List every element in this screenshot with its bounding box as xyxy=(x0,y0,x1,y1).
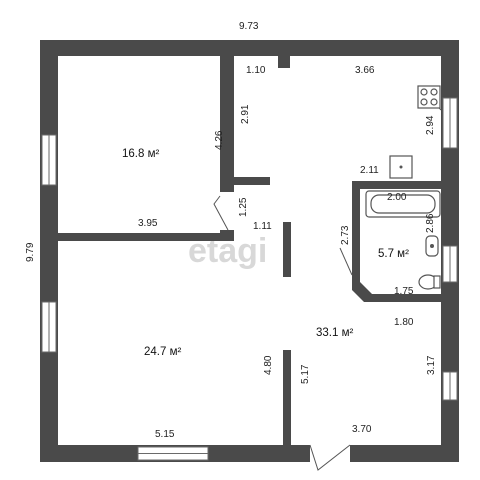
dim-2-86: 2.86 xyxy=(425,213,436,233)
wall-stub xyxy=(234,177,270,185)
dim-2-11: 2.11 xyxy=(360,165,379,176)
dim-1-10: 1.10 xyxy=(246,65,266,76)
dim-3-95: 3.95 xyxy=(138,218,158,229)
wall-partition-lower xyxy=(283,350,291,462)
dim-2-00: 2.00 xyxy=(387,192,407,203)
windows xyxy=(41,97,458,461)
room-area-bottom-left: 24.7 м² xyxy=(144,346,181,358)
interior-walls xyxy=(58,56,441,462)
room-area-main: 33.1 м² xyxy=(316,327,353,339)
stove xyxy=(417,85,441,109)
bathtub-inner xyxy=(370,194,436,214)
wall-left xyxy=(40,40,58,462)
wall-top-stub xyxy=(278,56,290,68)
fixtures xyxy=(365,85,441,290)
toilet-tank xyxy=(433,275,441,289)
bath-wall-left xyxy=(352,181,372,302)
dim-2-94: 2.94 xyxy=(425,115,436,135)
dim-1-25: 1.25 xyxy=(238,197,249,217)
dim-4-80: 4.80 xyxy=(263,355,274,375)
overall-depth-label: 9.79 xyxy=(25,242,36,262)
wall-bottom xyxy=(40,445,459,462)
dim-2-91: 2.91 xyxy=(240,104,251,124)
dim-1-75: 1.75 xyxy=(394,286,414,297)
dim-3-70: 3.70 xyxy=(352,424,372,435)
dim-2-73: 2.73 xyxy=(340,225,351,245)
door-swing-entrance xyxy=(309,444,351,471)
dim-4-26: 4.26 xyxy=(214,130,225,150)
dim-1-11: 1.11 xyxy=(253,221,272,232)
dim-5-17: 5.17 xyxy=(300,364,311,384)
door-opening-room1 xyxy=(220,192,234,230)
room-area-bathroom: 5.7 м² xyxy=(378,248,409,260)
door-swing-room1 xyxy=(213,195,229,231)
dim-1-80: 1.80 xyxy=(394,317,414,328)
wall-partition-upper xyxy=(283,222,291,277)
door-opening-entrance xyxy=(310,445,350,462)
bath-wall-bottom xyxy=(364,294,441,302)
dim-3-17: 3.17 xyxy=(426,355,437,375)
wall-between-rooms xyxy=(58,233,234,241)
dim-5-15: 5.15 xyxy=(155,429,175,440)
room-area-top-left: 16.8 м² xyxy=(122,148,159,160)
wall-top xyxy=(40,40,459,56)
bath-wall-top xyxy=(352,181,441,189)
wall-room1-right-upper xyxy=(220,56,234,192)
overall-width-label: 9.73 xyxy=(239,21,259,32)
dim-3-66: 3.66 xyxy=(355,65,375,76)
door-swing-bath xyxy=(339,247,353,276)
